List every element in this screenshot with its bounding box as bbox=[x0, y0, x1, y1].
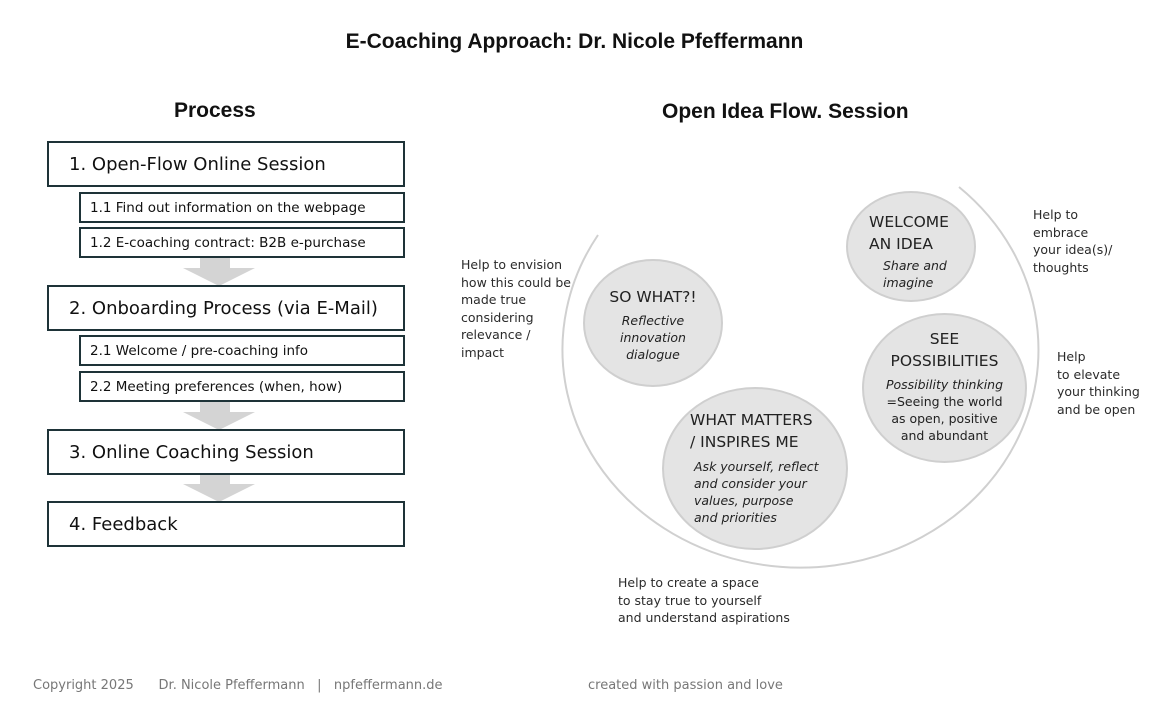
circle-desc: Reflective bbox=[621, 313, 685, 328]
note-line: to stay true to yourself bbox=[618, 592, 762, 608]
process-heading: Process bbox=[174, 99, 256, 122]
note-space: Help to create a space to stay true to y… bbox=[618, 574, 790, 627]
circle-title: WHAT MATTERS bbox=[690, 411, 813, 429]
circle-desc: and priorities bbox=[694, 510, 777, 525]
note-line: relevance / bbox=[461, 327, 531, 342]
step-4-box: 4. Feedback bbox=[47, 501, 405, 547]
note-line: how this could be bbox=[461, 274, 571, 290]
footer-copyright: Copyright 2025 Dr. Nicole Pfeffermann | … bbox=[33, 678, 443, 693]
circle-see-possibilities: SEE POSSIBILITIES Possibility thinking =… bbox=[862, 313, 1027, 463]
session-heading: Open Idea Flow. Session bbox=[662, 100, 909, 123]
step-1-1-box: 1.1 Find out information on the webpage bbox=[79, 192, 405, 223]
note-line: Help to bbox=[1033, 207, 1079, 222]
note-line: made true bbox=[461, 292, 527, 307]
circle-title: / INSPIRES ME bbox=[690, 433, 799, 451]
circle-desc: Ask yourself, reflect bbox=[694, 459, 819, 474]
step-2-box: 2. Onboarding Process (via E-Mail) bbox=[47, 285, 405, 331]
circle-title: SO WHAT?! bbox=[609, 288, 697, 306]
step-1-box: 1. Open-Flow Online Session bbox=[47, 141, 405, 187]
circle-desc: imagine bbox=[883, 275, 934, 290]
circle-desc: =Seeing the world bbox=[886, 394, 1003, 409]
circle-desc: dialogue bbox=[626, 347, 680, 362]
note-line: Help to create a space bbox=[618, 575, 759, 590]
note-line: Help to envision bbox=[461, 257, 563, 272]
note-envision: Help to envision how this could be made … bbox=[461, 256, 571, 361]
circle-desc: and consider your bbox=[694, 476, 807, 491]
note-line: and understand aspirations bbox=[618, 610, 790, 625]
step-label: 2.1 Welcome / pre-coaching info bbox=[90, 342, 309, 359]
circle-welcome-idea: WELCOME AN IDEA Share and imagine bbox=[846, 191, 976, 302]
step-2-1-box: 2.1 Welcome / pre-coaching info bbox=[79, 335, 405, 366]
note-line: embrace bbox=[1033, 224, 1089, 240]
note-line: impact bbox=[461, 344, 505, 360]
down-arrow-icon bbox=[183, 268, 255, 286]
circle-title: POSSIBILITIES bbox=[890, 352, 999, 370]
down-arrow-icon bbox=[183, 412, 255, 430]
down-arrow-icon bbox=[183, 484, 255, 502]
note-line: and be open bbox=[1057, 401, 1136, 417]
step-2-2-box: 2.2 Meeting preferences (when, how) bbox=[79, 371, 405, 402]
note-line: your thinking bbox=[1057, 384, 1140, 399]
step-label: 2.2 Meeting preferences (when, how) bbox=[90, 378, 343, 395]
step-label: 1.1 Find out information on the webpage bbox=[90, 199, 366, 216]
note-elevate: Help to elevate your thinking and be ope… bbox=[1057, 348, 1140, 418]
circle-title: WELCOME bbox=[869, 213, 949, 231]
page-title: E-Coaching Approach: Dr. Nicole Pfefferm… bbox=[345, 30, 804, 53]
note-line: thoughts bbox=[1033, 259, 1089, 275]
circle-desc: Share and bbox=[883, 258, 947, 273]
footer-tagline: created with passion and love bbox=[588, 678, 783, 693]
circle-desc: as open, positive bbox=[891, 411, 998, 426]
circle-desc: Possibility thinking bbox=[885, 377, 1004, 392]
note-line: to elevate bbox=[1057, 366, 1121, 382]
circle-desc: innovation bbox=[620, 330, 686, 345]
circle-title: SEE bbox=[929, 330, 960, 348]
step-1-2-box: 1.2 E-coaching contract: B2B e-purchase bbox=[79, 227, 405, 258]
step-label: 4. Feedback bbox=[69, 513, 178, 535]
note-line: considering bbox=[461, 309, 534, 325]
circle-so-what: SO WHAT?! Reflective innovation dialogue bbox=[583, 259, 723, 387]
step-label: 1.2 E-coaching contract: B2B e-purchase bbox=[90, 234, 366, 251]
step-label: 1. Open-Flow Online Session bbox=[69, 153, 326, 175]
note-line: Help bbox=[1057, 349, 1086, 364]
note-embrace: Help to embrace your idea(s)/ thoughts bbox=[1033, 206, 1112, 276]
step-label: 2. Onboarding Process (via E-Mail) bbox=[69, 297, 378, 319]
circle-what-matters: WHAT MATTERS / INSPIRES ME Ask yourself,… bbox=[662, 387, 848, 550]
note-line: your idea(s)/ bbox=[1033, 242, 1113, 257]
circle-title: AN IDEA bbox=[869, 235, 934, 253]
circle-desc: and abundant bbox=[900, 428, 989, 443]
step-label: 3. Online Coaching Session bbox=[69, 441, 314, 463]
step-3-box: 3. Online Coaching Session bbox=[47, 429, 405, 475]
circle-desc: values, purpose bbox=[694, 493, 794, 508]
